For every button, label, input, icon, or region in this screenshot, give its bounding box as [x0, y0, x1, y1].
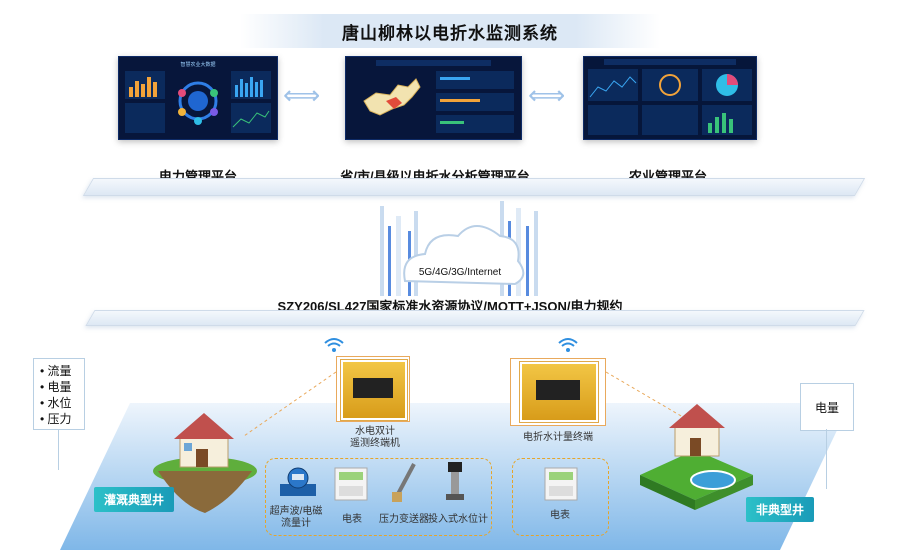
right-device-caption: 电折水计量终端 — [523, 432, 593, 443]
wifi-icon-right — [558, 338, 578, 352]
metric-water-level: • 水位 — [40, 396, 72, 410]
map-dashboard-graphic — [346, 57, 521, 139]
right-metrics-box: 电量 — [800, 383, 854, 431]
flow-meter-icon — [280, 467, 316, 496]
water-level-gauge-icon — [446, 462, 464, 500]
right-metrics-connector — [826, 429, 827, 489]
metric-flow: • 流量 — [40, 364, 72, 378]
network-label: 5G/4G/3G/Internet — [418, 267, 502, 278]
system-title: 唐山柳林以电折水监测系统 — [240, 14, 660, 48]
sensor-label-pressure: 压力变送器 — [379, 514, 429, 525]
analysis-platform-screen — [345, 56, 522, 140]
power-dashboard-graphic: 智慧农业大数据 — [119, 57, 277, 139]
platform-layer-slab — [82, 178, 866, 196]
metric-pressure: • 压力 — [40, 412, 72, 426]
non-typical-well-house — [640, 404, 753, 510]
power-platform-screen: 智慧农业大数据 — [118, 56, 278, 140]
left-metrics-box: • 流量 • 电量 • 水位 • 压力 — [33, 358, 85, 430]
water-metering-terminal-device — [520, 362, 598, 422]
screen-title-left: 智慧农业大数据 — [180, 61, 215, 68]
protocol-layer-slab — [85, 310, 865, 326]
sensor-label-meter: 电表 — [342, 514, 362, 525]
sensor-label-water-level: 投入式水位计 — [428, 514, 488, 525]
typical-well-tag: 灌溉典型井 — [94, 487, 175, 512]
wifi-icon-left — [324, 338, 344, 352]
sensor-label-flowmeter: 超声波/电磁 流量计 — [269, 506, 323, 529]
sensor-label-meter-right: 电表 — [550, 510, 570, 521]
network-graphic — [380, 201, 538, 296]
cloud-icon — [403, 225, 525, 286]
right-sensor-group — [512, 458, 609, 536]
double-arrow-left: ⟺ — [283, 80, 321, 110]
electricity-meter-icon — [334, 467, 368, 501]
metric-power: • 电量 — [40, 380, 72, 394]
left-metrics-connector — [58, 430, 59, 470]
electricity-meter-icon-right — [544, 467, 578, 501]
double-arrow-right: ⟺ — [528, 80, 566, 110]
non-typical-well-tag: 非典型井 — [746, 497, 815, 522]
pressure-transmitter-icon — [392, 463, 416, 502]
agriculture-dashboard-graphic — [584, 57, 756, 139]
telemetry-terminal-device — [341, 360, 407, 420]
agriculture-platform-screen — [583, 56, 757, 140]
left-sensor-group — [265, 458, 492, 536]
left-device-caption: 水电双计 遥测终端机 — [350, 426, 400, 449]
typical-well-house — [153, 413, 257, 513]
